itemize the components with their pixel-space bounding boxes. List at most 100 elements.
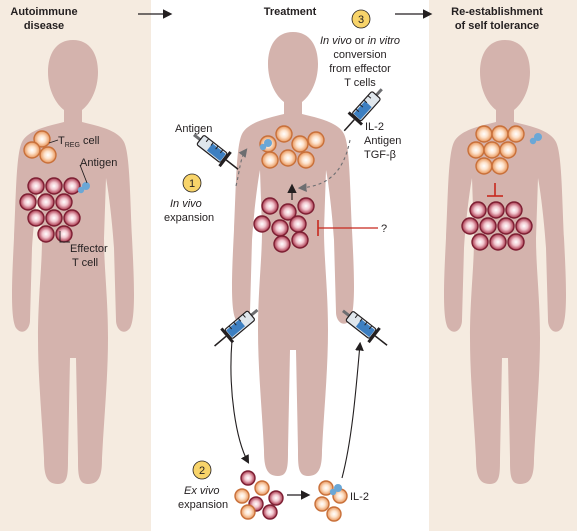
step-3-factor-tgfb: TGF-β — [364, 149, 396, 161]
effector-cell — [55, 225, 73, 243]
effector-cell — [487, 201, 505, 219]
treg-cell — [33, 130, 51, 148]
header-autoimmune-line2: disease — [24, 20, 64, 32]
treg-label: TREG cell — [58, 135, 99, 149]
effector-cell — [27, 209, 45, 227]
step-2-badge — [192, 460, 212, 480]
effector-label-line1: Effector — [70, 243, 108, 255]
effector-pointer — [59, 231, 70, 243]
treg-cell — [261, 151, 279, 169]
treg-cell — [499, 141, 517, 159]
header-reestablish-line2: of self tolerance — [455, 20, 539, 32]
effector-cell — [471, 233, 489, 251]
treg-cell — [279, 149, 297, 167]
effector-cell — [19, 193, 37, 211]
antigen-icon — [334, 484, 342, 492]
reinfusion-arrow — [341, 341, 364, 479]
treg-cell — [475, 125, 493, 143]
effector-cell — [240, 470, 256, 486]
effector-cell — [489, 233, 507, 251]
treg-cell — [275, 125, 293, 143]
effector-cell — [37, 193, 55, 211]
unknown-mechanism-label: ? — [381, 223, 387, 235]
effector-cell — [291, 231, 309, 249]
step-3-factor-il2: IL-2 — [365, 121, 384, 133]
effector-cell — [461, 217, 479, 235]
effector-cell — [55, 193, 73, 211]
effector-cell — [297, 197, 315, 215]
treg-cell — [318, 480, 334, 496]
step-3-badge — [351, 9, 371, 29]
step-3-label-line1: In vivo or in vitro — [320, 35, 400, 47]
treg-pointer — [48, 139, 59, 144]
step-1-badge — [182, 173, 202, 193]
treg-cell — [475, 157, 493, 175]
step-3-factor-antigen: Antigen — [364, 135, 401, 147]
treg-cell — [254, 480, 270, 496]
step-2-label-line2: expansion — [178, 499, 228, 511]
treg-cell — [240, 504, 256, 520]
treg-cell — [483, 141, 501, 159]
il2-label: IL-2 — [350, 491, 369, 503]
effector-cell — [469, 201, 487, 219]
effector-cell — [505, 201, 523, 219]
step-3-label-line3: from effector — [329, 63, 391, 75]
antigen-icon — [77, 186, 85, 194]
effector-cell — [289, 215, 307, 233]
effector-cell — [63, 209, 81, 227]
effector-cell — [271, 219, 289, 237]
treg-cell — [467, 141, 485, 159]
antigen-icon — [534, 133, 542, 141]
effector-cell — [479, 217, 497, 235]
antigen-icon — [529, 137, 537, 145]
treg-cell — [23, 141, 41, 159]
effector-cell — [515, 217, 533, 235]
cell-layer — [19, 125, 542, 522]
treg-cell — [507, 125, 525, 143]
extraction-arrow — [230, 339, 250, 464]
antigen-label: Antigen — [80, 157, 117, 169]
effector-cell — [63, 177, 81, 195]
step-3-number: 3 — [358, 14, 364, 26]
effector-cell — [45, 209, 63, 227]
antigen-icon — [82, 182, 90, 190]
treg-cell — [39, 146, 57, 164]
treg-cell — [314, 496, 330, 512]
treg-cell — [307, 131, 325, 149]
treg-cell — [326, 506, 342, 522]
effector-cell — [497, 217, 515, 235]
header-autoimmune-line1: Autoimmune — [10, 6, 77, 18]
treg-cell — [234, 488, 250, 504]
antigen-icon — [259, 143, 267, 151]
antigen-injection-label: Antigen — [175, 123, 212, 135]
effector-label-line2: T cell — [72, 257, 98, 269]
treg-cell — [491, 157, 509, 175]
header-treatment: Treatment — [264, 6, 317, 18]
step-3-label-line2: conversion — [333, 49, 386, 61]
treg-cell — [291, 135, 309, 153]
step-2-number: 2 — [199, 465, 205, 477]
effector-cell — [279, 203, 297, 221]
treg-cell — [491, 125, 509, 143]
effector-cell — [268, 490, 284, 506]
treg-cell — [297, 151, 315, 169]
step-3-arrow — [297, 139, 351, 192]
effector-cell — [261, 197, 279, 215]
step-1-label-line1: In vivo — [170, 198, 202, 210]
effector-cell — [253, 215, 271, 233]
effector-cell — [262, 504, 278, 520]
antigen-icon — [264, 139, 272, 147]
effector-cell — [27, 177, 45, 195]
step-1-label-line2: expansion — [164, 212, 214, 224]
step-2-label-line1: Ex vivo — [184, 485, 219, 497]
effector-cell — [45, 177, 63, 195]
antigen-pointer — [79, 164, 88, 184]
antigen-icon — [329, 488, 337, 496]
step-3-label-line4: T cells — [344, 77, 376, 89]
effector-cell — [507, 233, 525, 251]
effector-cell — [37, 225, 55, 243]
effector-cell — [273, 235, 291, 253]
header-reestablish-line1: Re-establishment — [451, 6, 543, 18]
